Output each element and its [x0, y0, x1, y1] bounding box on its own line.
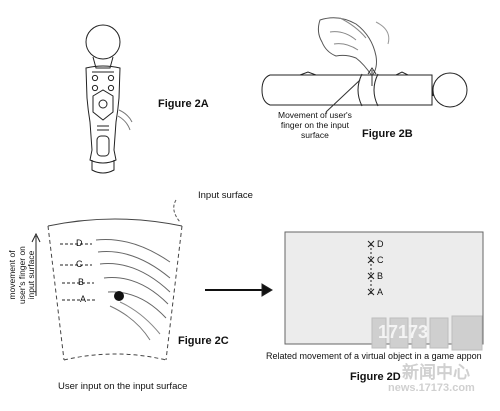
controller-front-drawing: [85, 24, 133, 174]
annotation-line-2: finger on the input: [280, 120, 349, 130]
object-path: [367, 240, 375, 296]
object-point-a: A: [377, 287, 384, 297]
figure-2a-label: Figure 2A: [158, 98, 209, 110]
figure-2b-label: Figure 2B: [362, 128, 413, 140]
object-point-d: D: [377, 239, 384, 249]
flow-arrow-head: [261, 283, 273, 297]
input-point-d: D: [76, 238, 83, 248]
controller-side-drawing: [261, 17, 468, 113]
annotation-line-3: surface: [301, 130, 329, 140]
watermark-logo-text: 17173: [378, 322, 429, 342]
input-point-c: C: [76, 259, 83, 269]
axis-label-line-3: input surface: [26, 250, 36, 300]
figure-2c-caption: User input on the input surface: [58, 381, 188, 392]
finger-movement-annotation: Movement of user's finger on the input s…: [278, 110, 352, 140]
input-point-a: A: [80, 294, 87, 304]
figure-2c-label: Figure 2C: [178, 335, 229, 347]
figure-2d-label: Figure 2D: [350, 371, 401, 383]
annotation-line-1: Movement of user's: [278, 110, 352, 120]
watermark-cn-text: 新闻中心: [402, 363, 470, 382]
figure-2d-caption: Related movement of a virtual object in …: [266, 351, 482, 361]
finger-movement-axis-label: movement of user's finger on input surfa…: [7, 230, 37, 320]
watermark-url: news.17173.com: [388, 382, 475, 394]
input-surface-label: Input surface: [198, 190, 253, 201]
object-point-b: B: [377, 271, 384, 281]
input-surface-drawing: [31, 199, 183, 361]
input-point-b: B: [78, 277, 85, 287]
object-point-c: C: [377, 255, 384, 265]
watermark-logo: [371, 315, 483, 351]
finger-contact-point: [114, 291, 124, 301]
